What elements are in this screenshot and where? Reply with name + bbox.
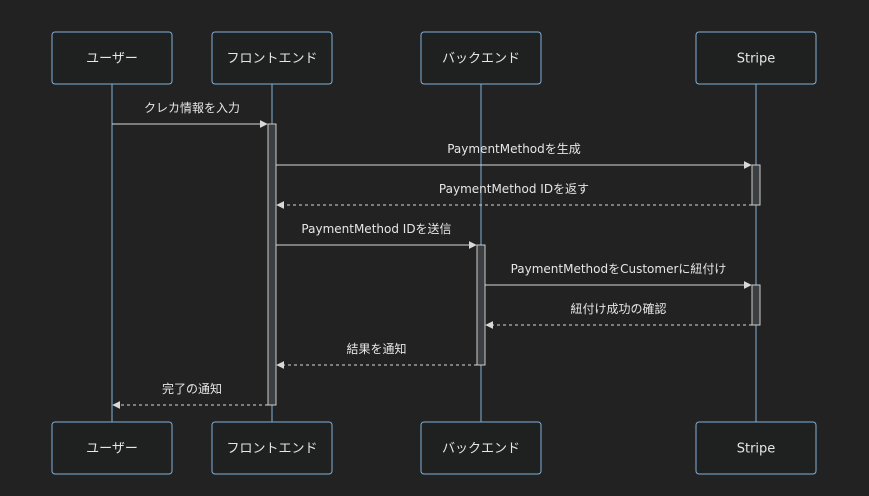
message-label: PaymentMethod IDを送信 <box>301 221 451 236</box>
activation-bar-stripe <box>751 284 761 326</box>
message-label: 結果を通知 <box>346 342 406 356</box>
actor-box-frame <box>695 421 817 475</box>
actor-box-frame <box>51 31 173 85</box>
message-label: 紐付け成功の確認 <box>570 301 666 316</box>
actor-box-frame <box>695 31 817 85</box>
actor-box-user-bottom: ユーザー <box>51 421 173 475</box>
actor-label: バックエンド <box>442 52 520 67</box>
actor-label: Stripe <box>737 52 776 67</box>
actor-label: フロントエンド <box>226 52 317 67</box>
actor-box-frame <box>211 31 333 85</box>
actor-box-frontend-top: フロントエンド <box>211 31 333 85</box>
actor-box-user-top: ユーザー <box>51 31 173 85</box>
actor-label: ユーザー <box>86 52 138 67</box>
message-label: クレカ情報を入力 <box>144 101 240 115</box>
actor-label: バックエンド <box>442 442 520 457</box>
actor-box-frame <box>420 421 542 475</box>
actor-label: Stripe <box>737 442 776 457</box>
actor-box-frame <box>211 421 333 475</box>
actor-box-stripe-bottom: Stripe <box>695 421 817 475</box>
actor-label: フロントエンド <box>226 442 317 457</box>
message-label: PaymentMethodをCustomerに紐付け <box>511 262 727 276</box>
actor-box-frontend-bottom: フロントエンド <box>211 421 333 475</box>
actor-box-frame <box>420 31 542 85</box>
activation-bar-frontend <box>267 123 277 406</box>
message-label: PaymentMethodを生成 <box>447 142 581 156</box>
activation-bar-stripe <box>751 164 761 206</box>
activation-bar-backend <box>476 244 486 366</box>
actor-box-backend-bottom: バックエンド <box>420 421 542 475</box>
message-label: PaymentMethod IDを返す <box>439 182 589 196</box>
actor-box-frame <box>51 421 173 475</box>
actor-box-stripe-top: Stripe <box>695 31 817 85</box>
message-label: 完了の通知 <box>162 381 222 396</box>
actor-label: ユーザー <box>86 442 138 457</box>
actor-box-backend-top: バックエンド <box>420 31 542 85</box>
